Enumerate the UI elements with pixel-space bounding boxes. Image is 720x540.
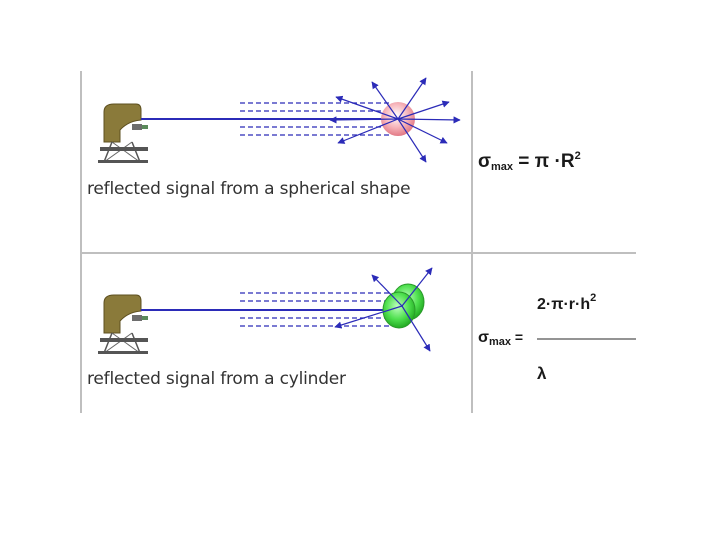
numerator-text: 2·π·r·h [537, 296, 591, 313]
cylinder-target [382, 283, 425, 329]
caption-cylinder: reflected signal from a cylinder [87, 369, 346, 389]
caption-sphere: reflected signal from a spherical shape [87, 179, 411, 199]
formula-rhs: = π ·R [513, 151, 575, 172]
formula-cylinder-lhs: σmax = [478, 329, 523, 348]
equals-sign: = [510, 329, 524, 345]
table-row-divider [80, 252, 636, 254]
formula-denominator: λ [537, 364, 547, 383]
formula-sphere: σmax = π ·R2 [478, 150, 581, 173]
scatter-arrows [329, 77, 461, 163]
reflected-beam-dashes-2 [240, 292, 392, 327]
radar-tower-icon [98, 103, 148, 163]
table-column-divider [471, 71, 473, 413]
superscript-2: 2 [574, 150, 581, 162]
sigma-symbol-2: σ [478, 329, 489, 346]
formula-numerator: 2·π·r·h2 [537, 292, 596, 314]
radar-tower-icon-2 [98, 294, 148, 354]
subscript-max-2: max [488, 336, 511, 348]
subscript-max: max [491, 161, 514, 173]
sigma-symbol: σ [478, 151, 491, 172]
table-left-border [80, 71, 82, 413]
scatter-arrows-2 [334, 267, 433, 352]
reflected-beam-dashes [240, 102, 392, 136]
numerator-superscript: 2 [590, 292, 597, 304]
